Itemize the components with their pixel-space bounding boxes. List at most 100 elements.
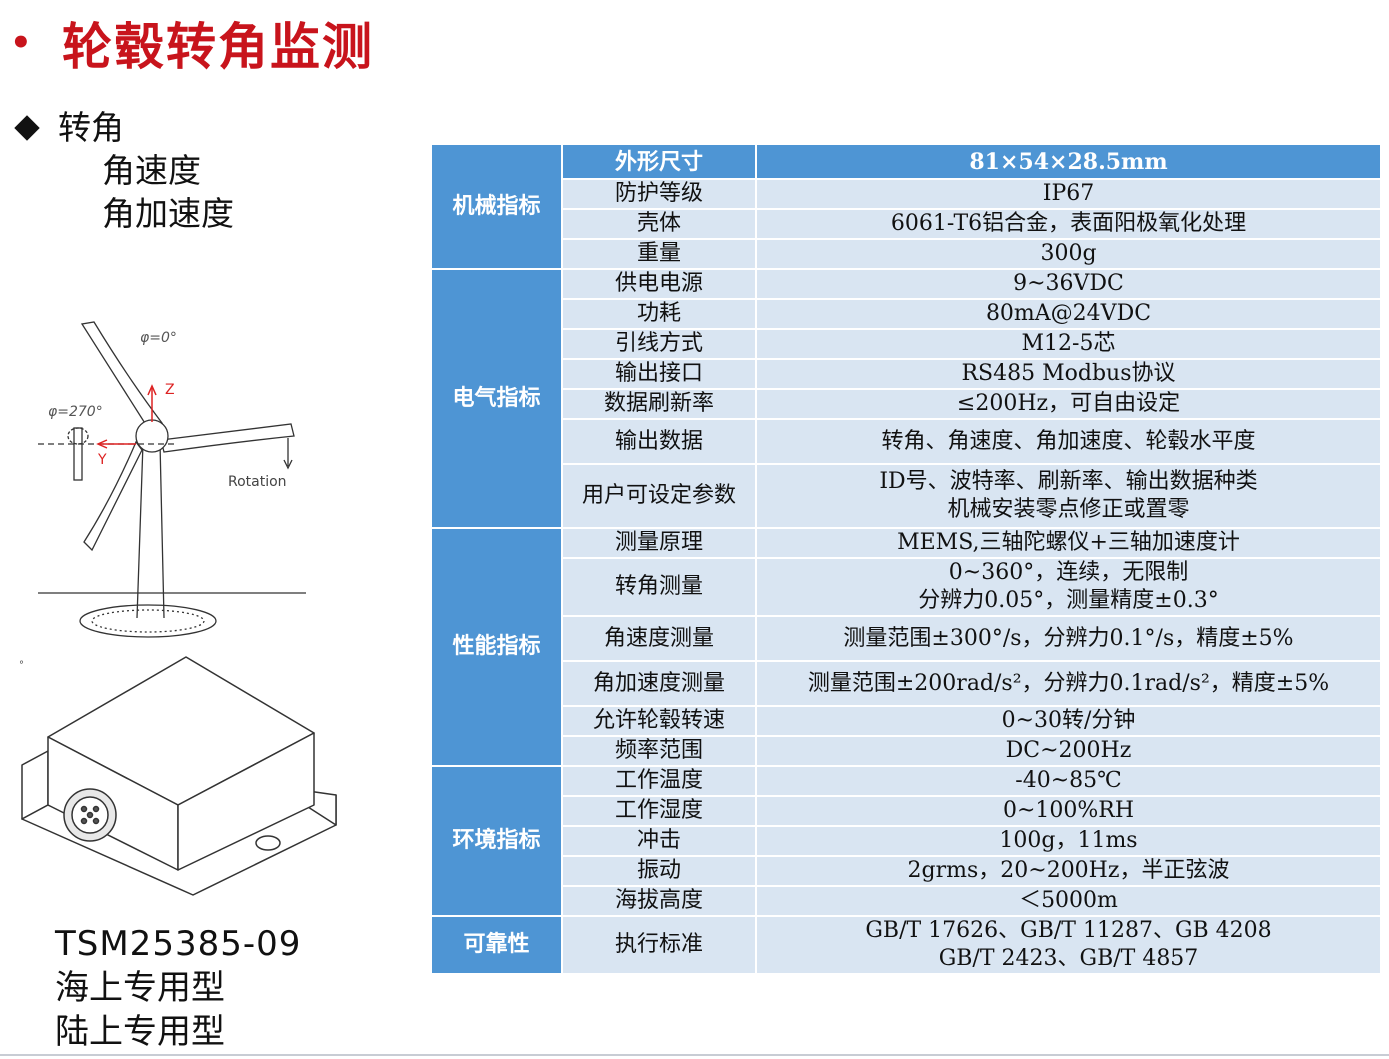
row-value: ≤200Hz，可自由设定 bbox=[755, 388, 1382, 420]
feature-angular-velocity: 角速度 bbox=[102, 151, 201, 190]
feature-item: 转角 bbox=[12, 106, 234, 149]
row-label: 输出接口 bbox=[561, 358, 757, 390]
row-value: 80mA@24VDC bbox=[755, 298, 1382, 330]
diamond-bullet-icon bbox=[14, 114, 40, 141]
body-right bbox=[177, 732, 315, 871]
row-value: 300g bbox=[755, 238, 1382, 270]
header-value: 81×54×28.5mm bbox=[755, 143, 1382, 180]
mount-hole bbox=[255, 835, 281, 851]
table-row: 电气指标 供电电源 9~36VDC bbox=[430, 268, 1382, 529]
category-environment: 环境指标 bbox=[430, 765, 563, 917]
hub bbox=[135, 419, 169, 453]
wind-turbine-diagram: Z Y φ=0° φ=270° Rotation bbox=[38, 321, 306, 638]
table-row: 振动 2grms，20~200Hz，半正弦波 bbox=[431, 855, 1382, 887]
table-row: 角加速度测量 测量范围±200rad/s²，分辨力0.1rad/s²，精度±5% bbox=[431, 660, 1382, 707]
header-label: 外形尺寸 bbox=[561, 143, 757, 180]
row-label: 角速度测量 bbox=[561, 615, 757, 662]
row-label: 壳体 bbox=[561, 208, 757, 240]
row-value: 0~100%RH bbox=[755, 795, 1382, 827]
table-row: 性能指标 测量原理 MEMS,三轴陀螺仪+三轴加速度计 bbox=[430, 527, 1382, 767]
feature-angular-acceleration: 角加速度 bbox=[102, 194, 234, 233]
blade-right bbox=[160, 423, 295, 453]
row-value: 2grms，20~200Hz，半正弦波 bbox=[755, 855, 1382, 887]
row-value: 9~36VDC bbox=[755, 268, 1382, 300]
row-value: DC~200Hz bbox=[755, 735, 1382, 767]
slide-title: • 轮毂转角监测 bbox=[10, 8, 374, 78]
row-label: 防护等级 bbox=[561, 178, 757, 210]
row-label: 角加速度测量 bbox=[561, 660, 757, 707]
rotation-label: Rotation bbox=[228, 474, 287, 490]
category-reliability: 可靠性 bbox=[430, 915, 563, 975]
row-label: 重量 bbox=[561, 238, 757, 270]
row-value: ＜5000m bbox=[755, 885, 1382, 917]
row-value: 0~30转/分钟 bbox=[755, 705, 1382, 737]
category-electrical: 电气指标 bbox=[430, 268, 563, 529]
row-label: 海拔高度 bbox=[561, 885, 757, 917]
tower bbox=[136, 442, 165, 619]
table-row: 工作湿度 0~100%RH bbox=[431, 795, 1382, 827]
table-row: 可靠性 执行标准 GB/T 17626、GB/T 11287、GB 4208 G… bbox=[430, 915, 1382, 975]
table-row: 输出接口 RS485 Modbus协议 bbox=[431, 358, 1382, 390]
y-axis-label: Y bbox=[97, 452, 107, 468]
row-value: GB/T 17626、GB/T 11287、GB 4208 GB/T 2423、… bbox=[755, 915, 1382, 975]
base-plate bbox=[79, 604, 217, 638]
row-label: 数据刷新率 bbox=[561, 388, 757, 420]
table-row: 频率范围 DC~200Hz bbox=[431, 735, 1382, 767]
table-row: 转角测量 0~360°，连续，无限制 分辨力0.05°，测量精度±0.3° bbox=[431, 557, 1382, 617]
row-value: 6061-T6铝合金，表面阳极氧化处理 bbox=[755, 208, 1382, 240]
row-value: ID号、波特率、刷新率、输出数据种类 机械安装零点修正或置零 bbox=[755, 463, 1382, 529]
table-row: 功耗 80mA@24VDC bbox=[431, 298, 1382, 330]
row-label: 供电电源 bbox=[561, 268, 757, 300]
row-label: 频率范围 bbox=[561, 735, 757, 767]
category-performance: 性能指标 bbox=[430, 527, 563, 767]
blade-top bbox=[80, 321, 164, 429]
feature-rotation-angle: 转角 bbox=[58, 108, 124, 147]
table-row: 引线方式 M12-5芯 bbox=[431, 328, 1382, 360]
side-bar bbox=[73, 427, 83, 481]
table-row: 防护等级 IP67 bbox=[431, 178, 1382, 210]
row-label: 功耗 bbox=[561, 298, 757, 330]
row-value-line: 机械安装零点修正或置零 bbox=[947, 497, 1190, 522]
table-row: 数据刷新率 ≤200Hz，可自由设定 bbox=[431, 388, 1382, 420]
row-label: 转角测量 bbox=[561, 557, 757, 617]
row-value-line: ID号、波特率、刷新率、输出数据种类 bbox=[879, 469, 1258, 494]
table-row: 允许轮毂转速 0~30转/分钟 bbox=[431, 705, 1382, 737]
row-value: 100g，11ms bbox=[755, 825, 1382, 857]
table-row: 冲击 100g，11ms bbox=[431, 825, 1382, 857]
sensor-device-image bbox=[21, 656, 337, 896]
row-value: 0~360°，连续，无限制 分辨力0.05°，测量精度±0.3° bbox=[755, 557, 1382, 617]
row-value: IP67 bbox=[755, 178, 1382, 210]
table-row: 壳体 6061-T6铝合金，表面阳极氧化处理 bbox=[431, 208, 1382, 240]
row-label: 用户可设定参数 bbox=[561, 463, 757, 529]
row-label: 输出数据 bbox=[561, 418, 757, 465]
table-row: 环境指标 工作温度 -40~85℃ bbox=[430, 765, 1382, 917]
model-variant-land: 陆上专用型 bbox=[55, 1012, 225, 1052]
blade-lower bbox=[83, 440, 143, 552]
model-variant-sea: 海上专用型 bbox=[55, 968, 225, 1008]
phi-zero-label: φ=0° bbox=[140, 330, 177, 346]
row-value: 转角、角速度、角加速度、轮毂水平度 bbox=[755, 418, 1382, 465]
footer-divider bbox=[0, 1054, 1389, 1056]
row-label: 振动 bbox=[561, 855, 757, 887]
table-row: 角速度测量 测量范围±300°/s，分辨力0.1°/s，精度±5% bbox=[431, 615, 1382, 662]
table-row: 输出数据 转角、角速度、角加速度、轮毂水平度 bbox=[431, 418, 1382, 465]
table-row: 用户可设定参数 ID号、波特率、刷新率、输出数据种类 机械安装零点修正或置零 bbox=[431, 463, 1382, 529]
table-header-row: 机械指标 外形尺寸 81×54×28.5mm bbox=[430, 143, 1382, 270]
row-value: -40~85℃ bbox=[755, 765, 1382, 797]
row-label: 执行标准 bbox=[561, 915, 757, 975]
model-code: TSM25385-09 bbox=[55, 924, 302, 964]
row-label: 引线方式 bbox=[561, 328, 757, 360]
table-row: 海拔高度 ＜5000m bbox=[431, 885, 1382, 917]
row-value-line: GB/T 2423、GB/T 4857 bbox=[938, 946, 1199, 971]
row-label: 冲击 bbox=[561, 825, 757, 857]
model-block: TSM25385-09 海上专用型 陆上专用型 bbox=[55, 922, 301, 1054]
base-bolts bbox=[91, 609, 205, 633]
row-value-line: 分辨力0.05°，测量精度±0.3° bbox=[918, 588, 1219, 613]
table-row: 重量 300g bbox=[431, 238, 1382, 270]
row-value: 测量范围±200rad/s²，分辨力0.1rad/s²，精度±5% bbox=[755, 660, 1382, 707]
title-text: 轮毂转角监测 bbox=[62, 17, 374, 76]
row-value: MEMS,三轴陀螺仪+三轴加速度计 bbox=[755, 527, 1382, 559]
row-label: 允许轮毂转速 bbox=[561, 705, 757, 737]
row-label: 测量原理 bbox=[561, 527, 757, 559]
title-bullet: • bbox=[10, 23, 32, 63]
